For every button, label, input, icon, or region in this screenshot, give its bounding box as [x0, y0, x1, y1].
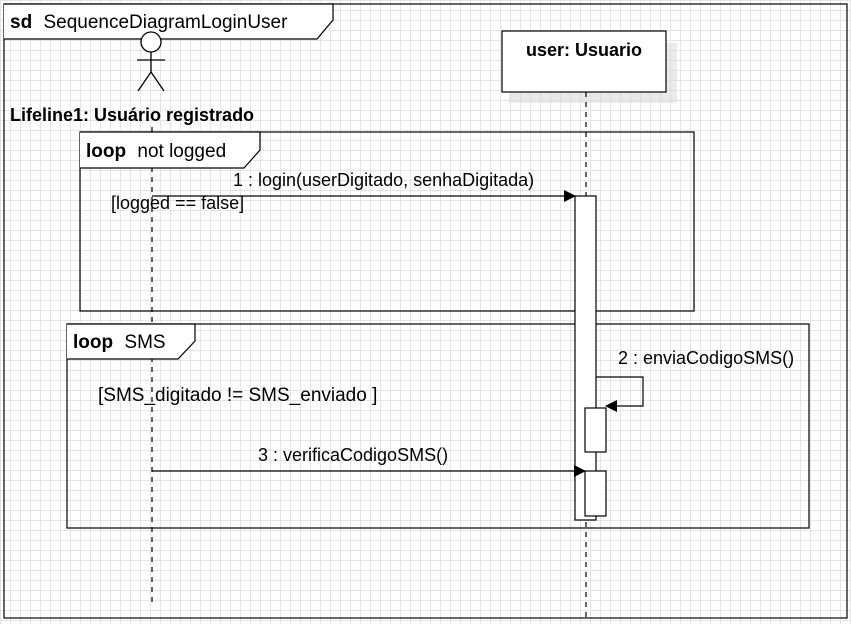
fragment-guard: [SMS_digitado != SMS_enviado ] [98, 385, 377, 406]
message-label: 1 : login(userDigitado, senhaDigitada) [233, 170, 534, 190]
fragment-keyword: loop [73, 332, 113, 353]
actor[interactable]: Lifeline1: Usuário registrado [10, 31, 254, 125]
svg-text:loop SMS: loop SMS [73, 332, 166, 353]
message-label: 2 : enviaCodigoSMS() [618, 348, 794, 368]
lifeline-label: user: Usuario [526, 40, 642, 60]
frame-keyword: sd [10, 12, 32, 33]
lifeline-user-usuario[interactable]: user: Usuario [501, 30, 677, 103]
activation-bar-self-call[interactable] [584, 407, 607, 453]
message-verifica-codigo-sms[interactable]: 3 : verificaCodigoSMS() [152, 445, 586, 477]
frame-name: SequenceDiagramLoginUser [43, 12, 288, 33]
actor-label: Lifeline1: Usuário registrado [10, 105, 254, 125]
svg-text:loop not logged: loop not logged [86, 141, 226, 162]
svg-text:sd SequenceDiagramLoginU: sd SequenceDiagramLoginUser [10, 12, 288, 33]
message-login[interactable]: 1 : login(userDigitado, senhaDigitada) [152, 170, 576, 202]
actor-icon [137, 31, 165, 92]
activation-bar-verify[interactable] [584, 470, 607, 517]
loop-fragment-sms[interactable]: loop SMS [SMS_digitado != SMS_enviado ] [66, 323, 810, 529]
fragment-name: not logged [137, 141, 226, 162]
message-label: 3 : verificaCodigoSMS() [258, 445, 448, 465]
fragment-name: SMS [124, 332, 165, 353]
diagram-frame[interactable]: sd SequenceDiagramLoginUser [3, 3, 848, 619]
fragment-guard: [logged == false] [111, 193, 244, 213]
fragment-keyword: loop [86, 141, 126, 162]
message-envia-codigo-sms[interactable]: 2 : enviaCodigoSMS() [596, 348, 794, 412]
loop-fragment-not-logged[interactable]: loop not logged [logged == false] [79, 131, 695, 312]
